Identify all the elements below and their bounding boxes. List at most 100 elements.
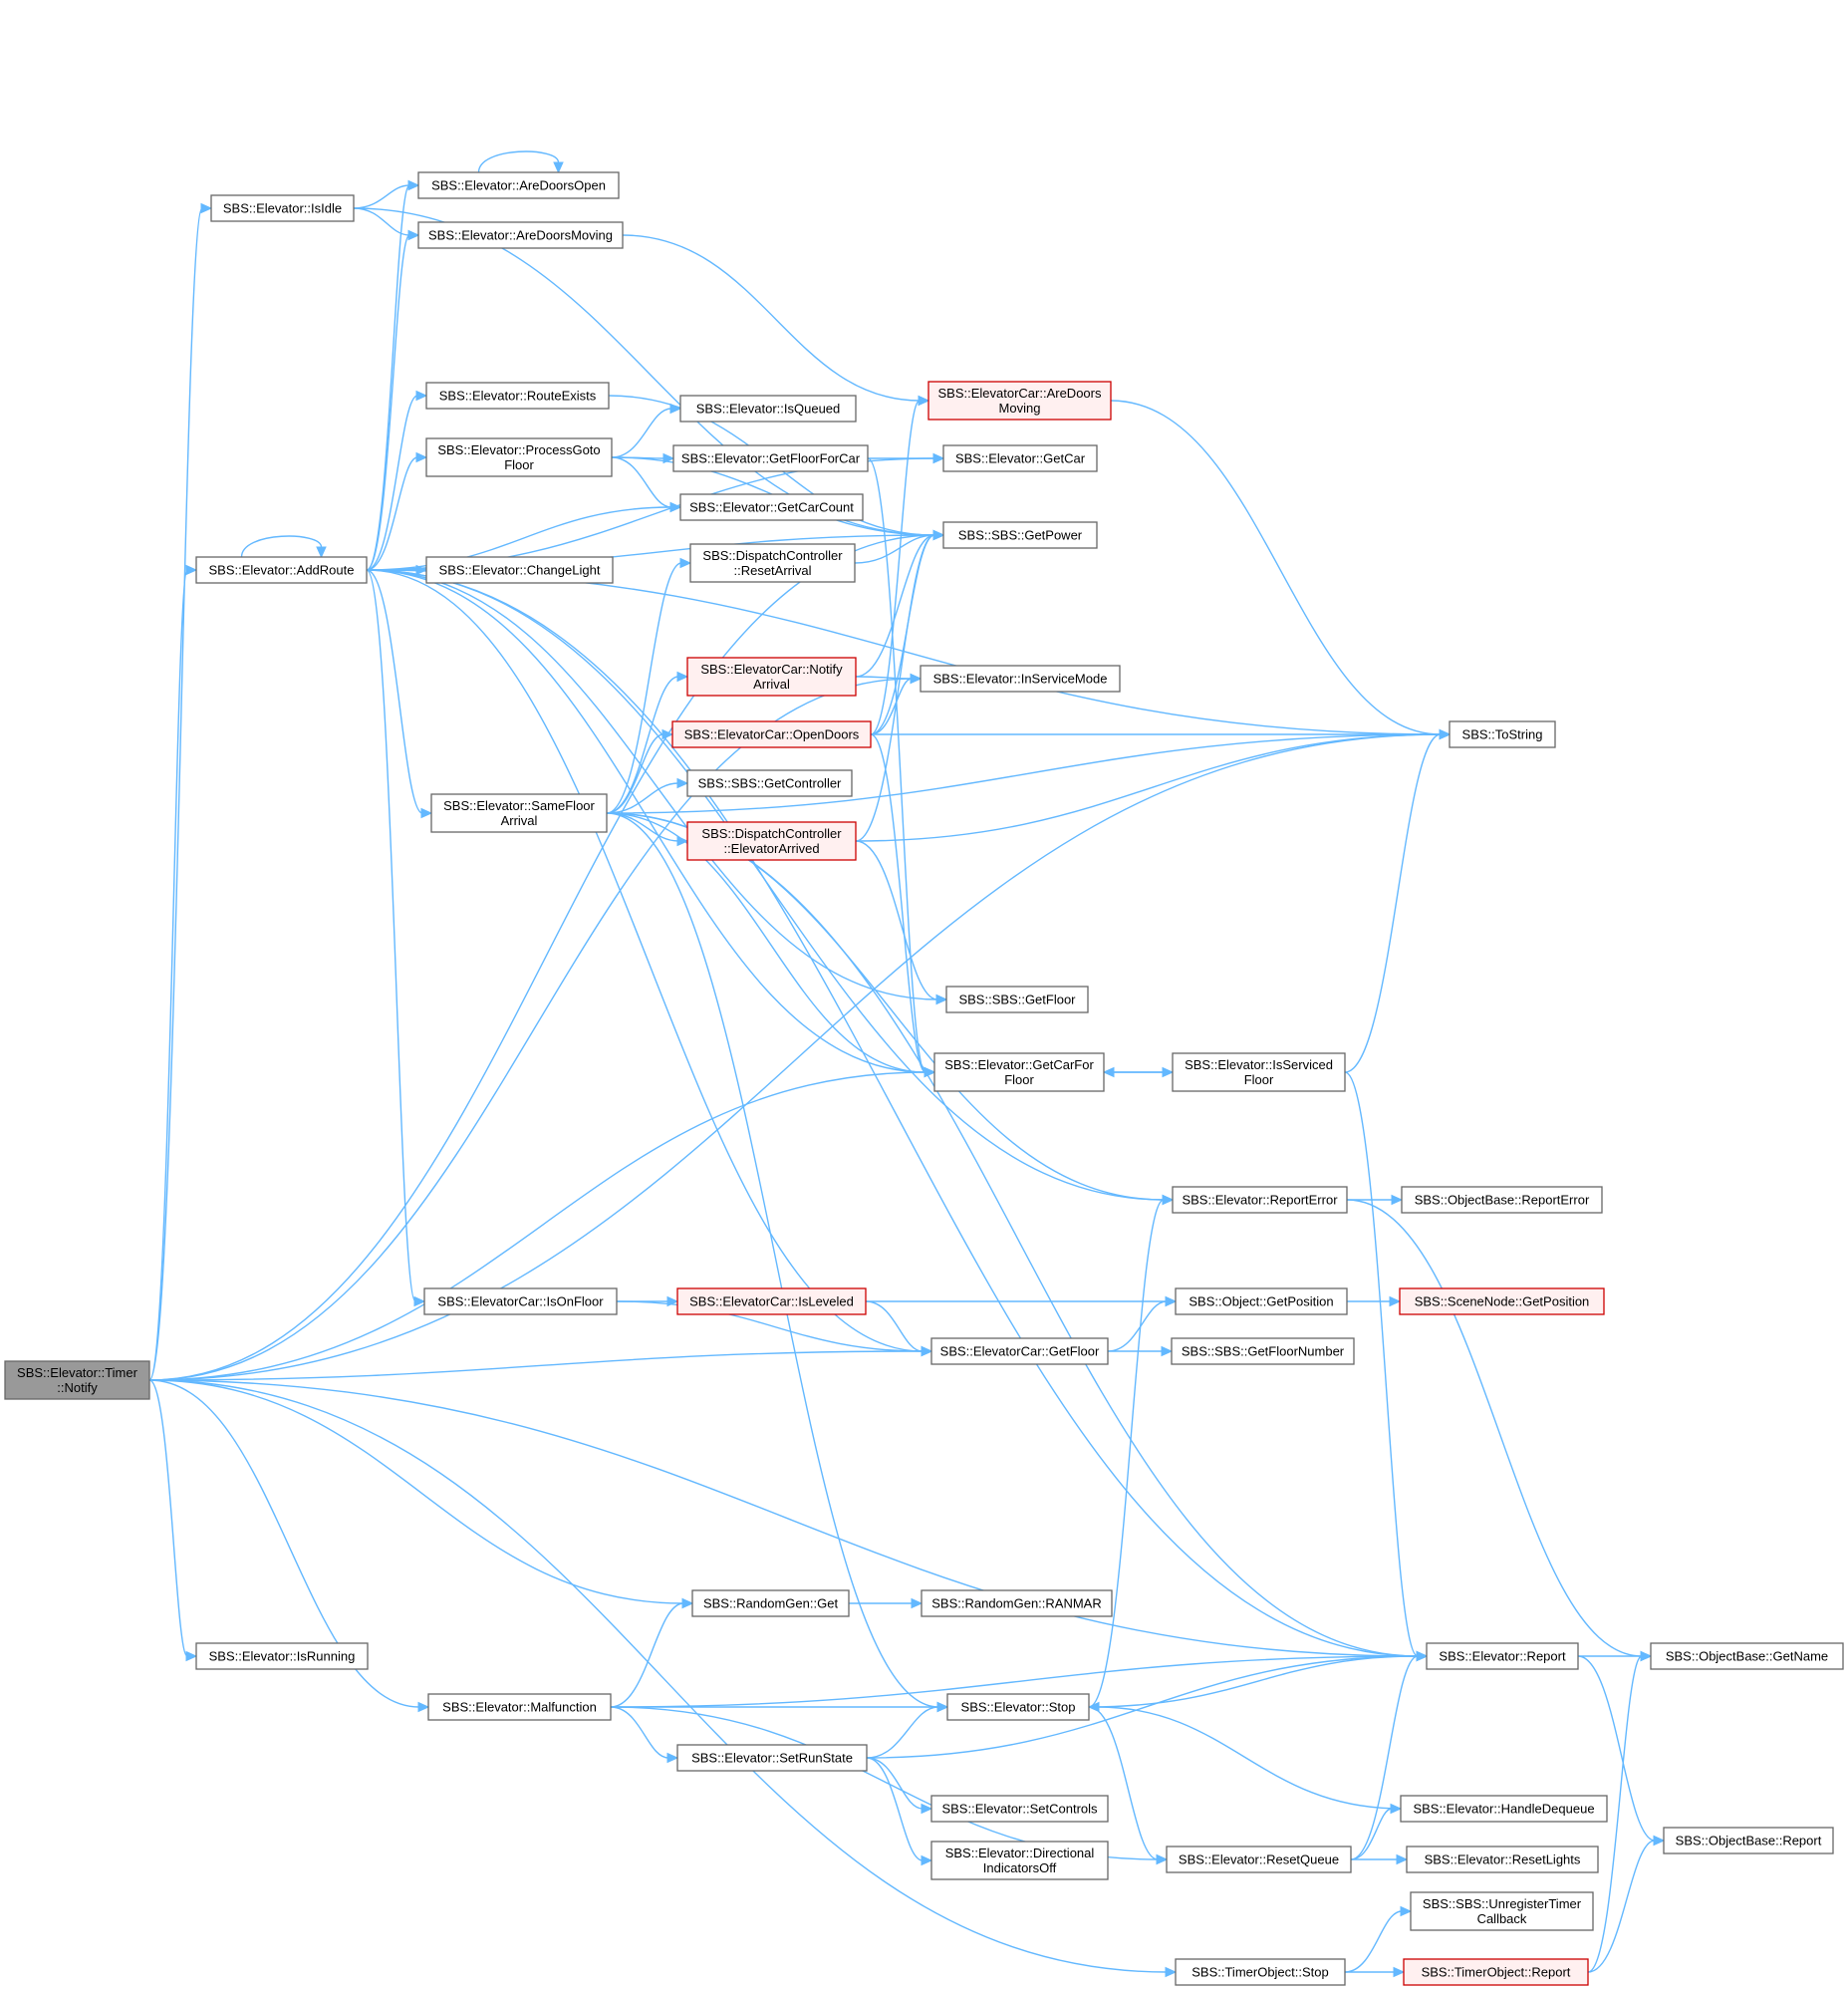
edge-line	[606, 812, 1419, 1657]
node-getfloorforcar[interactable]: SBS::Elevator::GetFloorForCar	[672, 444, 869, 472]
node-getcar[interactable]: SBS::Elevator::GetCar	[942, 444, 1098, 472]
edge-opendoors-to-getcarforfloor	[870, 733, 936, 1078]
node-getpower[interactable]: SBS::SBS::GetPower	[942, 521, 1098, 549]
node-malfunction[interactable]: SBS::Elevator::Malfunction	[427, 1693, 612, 1721]
edge-arrowhead	[185, 1650, 198, 1662]
node-resetlights[interactable]: SBS::Elevator::ResetLights	[1406, 1846, 1599, 1873]
node-label: SBS::ElevatorCar::GetFloor	[940, 1344, 1100, 1359]
node-changelight[interactable]: SBS::Elevator::ChangeLight	[425, 556, 614, 584]
node-object-getposition[interactable]: SBS::Object::GetPosition	[1175, 1287, 1348, 1315]
node-scenenode-getposition[interactable]: SBS::SceneNode::GetPosition	[1399, 1287, 1605, 1315]
edge-timer-notify-to-addroute	[148, 564, 198, 1381]
node-isonfloor[interactable]: SBS::ElevatorCar::IsOnFloor	[423, 1287, 618, 1315]
node-setcontrols[interactable]: SBS::Elevator::SetControls	[930, 1795, 1109, 1823]
edge-randomgen-get-to-ranmar	[849, 1597, 924, 1609]
node-label: SBS::TimerObject::Stop	[1191, 1965, 1329, 1980]
node-label: Arrival	[501, 813, 538, 828]
edge-arrowhead	[924, 1066, 936, 1078]
node-elevatorarrived[interactable]: SBS::DispatchController::ElevatorArrived	[686, 821, 857, 861]
node-label: SBS::ElevatorCar::Notify	[700, 662, 843, 677]
edge-line	[366, 184, 410, 571]
edge-addroute-to-routeexists	[366, 390, 428, 571]
node-label: SBS::Elevator::InServiceMode	[933, 672, 1108, 687]
node-handledequeue[interactable]: SBS::Elevator::HandleDequeue	[1400, 1795, 1608, 1823]
node-addroute[interactable]: SBS::Elevator::AddRoute	[195, 556, 368, 584]
edge-isservicedfloor-to-tostring	[1344, 728, 1452, 1073]
edge-line	[148, 1379, 420, 1708]
edge-line	[616, 1300, 924, 1352]
edge-aredoorsmoving-to-car-aredoorsmoving	[622, 234, 930, 407]
node-setrunstate[interactable]: SBS::Elevator::SetRunState	[676, 1744, 868, 1772]
edge-line	[610, 1706, 669, 1759]
node-isqueued[interactable]: SBS::Elevator::IsQueued	[679, 395, 857, 423]
node-opendoors[interactable]: SBS::ElevatorCar::OpenDoors	[671, 720, 872, 748]
edge-addroute-to-aredoorsopen	[366, 179, 420, 571]
node-box	[942, 521, 1098, 549]
edge-arrowhead	[1102, 1066, 1115, 1078]
node-car-getfloor[interactable]: SBS::ElevatorCar::GetFloor	[930, 1337, 1109, 1365]
node-tostring[interactable]: SBS::ToString	[1449, 720, 1556, 748]
edge-samefloorarrival-to-opendoors	[606, 728, 674, 814]
node-getname[interactable]: SBS::ObjectBase::GetName	[1650, 1642, 1844, 1670]
edge-line	[148, 733, 1442, 1381]
node-timerobject-report[interactable]: SBS::TimerObject::Report	[1403, 1958, 1589, 1986]
node-box	[686, 657, 857, 697]
node-label: SBS::ElevatorCar::AreDoors	[937, 386, 1102, 401]
edge-line	[622, 234, 921, 402]
node-label: SBS::Elevator::GetCar	[955, 451, 1086, 466]
edge-arrowhead	[1156, 1853, 1169, 1865]
node-box	[679, 395, 857, 423]
node-routeexists[interactable]: SBS::Elevator::RouteExists	[425, 382, 610, 410]
node-getcontroller[interactable]: SBS::SBS::GetController	[686, 769, 853, 797]
node-ranmar[interactable]: SBS::RandomGen::RANMAR	[921, 1589, 1113, 1617]
node-isidle[interactable]: SBS::Elevator::IsIdle	[210, 194, 355, 222]
node-isleveled[interactable]: SBS::ElevatorCar::IsLeveled	[676, 1287, 867, 1315]
edge-processgotofloor-to-isqueued	[611, 403, 682, 458]
node-randomgen-get[interactable]: SBS::RandomGen::Get	[691, 1589, 850, 1617]
node-getfloornumber[interactable]: SBS::SBS::GetFloorNumber	[1171, 1337, 1355, 1365]
node-objbase-reporterror[interactable]: SBS::ObjectBase::ReportError	[1401, 1186, 1603, 1214]
node-aredoorsopen[interactable]: SBS::Elevator::AreDoorsOpen	[417, 171, 620, 199]
node-box	[1175, 1958, 1346, 1986]
node-isrunning[interactable]: SBS::Elevator::IsRunning	[195, 1642, 369, 1670]
edge-getfloorforcar-to-getcarforfloor	[867, 457, 936, 1078]
edge-arrowhead	[679, 557, 692, 569]
edge-timerobject-stop-to-unregistertimer	[1344, 1905, 1413, 1973]
edge-arrowhead	[676, 671, 689, 683]
node-label: SBS::Elevator::HandleDequeue	[1413, 1802, 1594, 1817]
edge-addroute-to-aredoorsmoving	[366, 229, 420, 571]
node-label: SBS::SBS::GetFloorNumber	[1182, 1344, 1345, 1359]
node-box	[1172, 1186, 1348, 1214]
node-aredoorsmoving[interactable]: SBS::Elevator::AreDoorsMoving	[417, 221, 624, 249]
node-timer-notify[interactable]: SBS::Elevator::Timer::Notify	[4, 1360, 150, 1400]
node-resetarrival[interactable]: SBS::DispatchController::ResetArrival	[689, 543, 856, 583]
node-elev-stop[interactable]: SBS::Elevator::Stop	[946, 1693, 1090, 1721]
node-sbs-getfloor[interactable]: SBS::SBS::GetFloor	[945, 986, 1089, 1013]
node-timerobject-stop[interactable]: SBS::TimerObject::Stop	[1175, 1958, 1346, 1986]
edge-line	[606, 812, 926, 1073]
node-inservicemode[interactable]: SBS::Elevator::InServiceMode	[920, 665, 1121, 693]
node-label: SBS::Elevator::IsRunning	[209, 1649, 356, 1664]
node-car-aredoorsmoving[interactable]: SBS::ElevatorCar::AreDoorsMoving	[927, 381, 1112, 421]
node-reporterror[interactable]: SBS::Elevator::ReportError	[1172, 1186, 1348, 1214]
node-elev-report[interactable]: SBS::Elevator::Report	[1426, 1642, 1579, 1670]
edge-line	[1344, 1910, 1403, 1973]
node-label: ::ElevatorArrived	[723, 841, 819, 856]
node-label: SBS::Elevator::IsServiced	[1185, 1057, 1333, 1072]
edge-line	[366, 569, 416, 1302]
node-getcarcount[interactable]: SBS::Elevator::GetCarCount	[679, 493, 864, 521]
node-label: Moving	[999, 401, 1041, 416]
edge-arrowhead	[1416, 1650, 1429, 1662]
node-resetqueue[interactable]: SBS::Elevator::ResetQueue	[1166, 1846, 1352, 1873]
edge-line	[870, 534, 935, 735]
node-objbase-report[interactable]: SBS::ObjectBase::Report	[1663, 1827, 1834, 1854]
edge-arrowhead	[415, 451, 428, 463]
edge-arrowhead	[200, 202, 213, 214]
